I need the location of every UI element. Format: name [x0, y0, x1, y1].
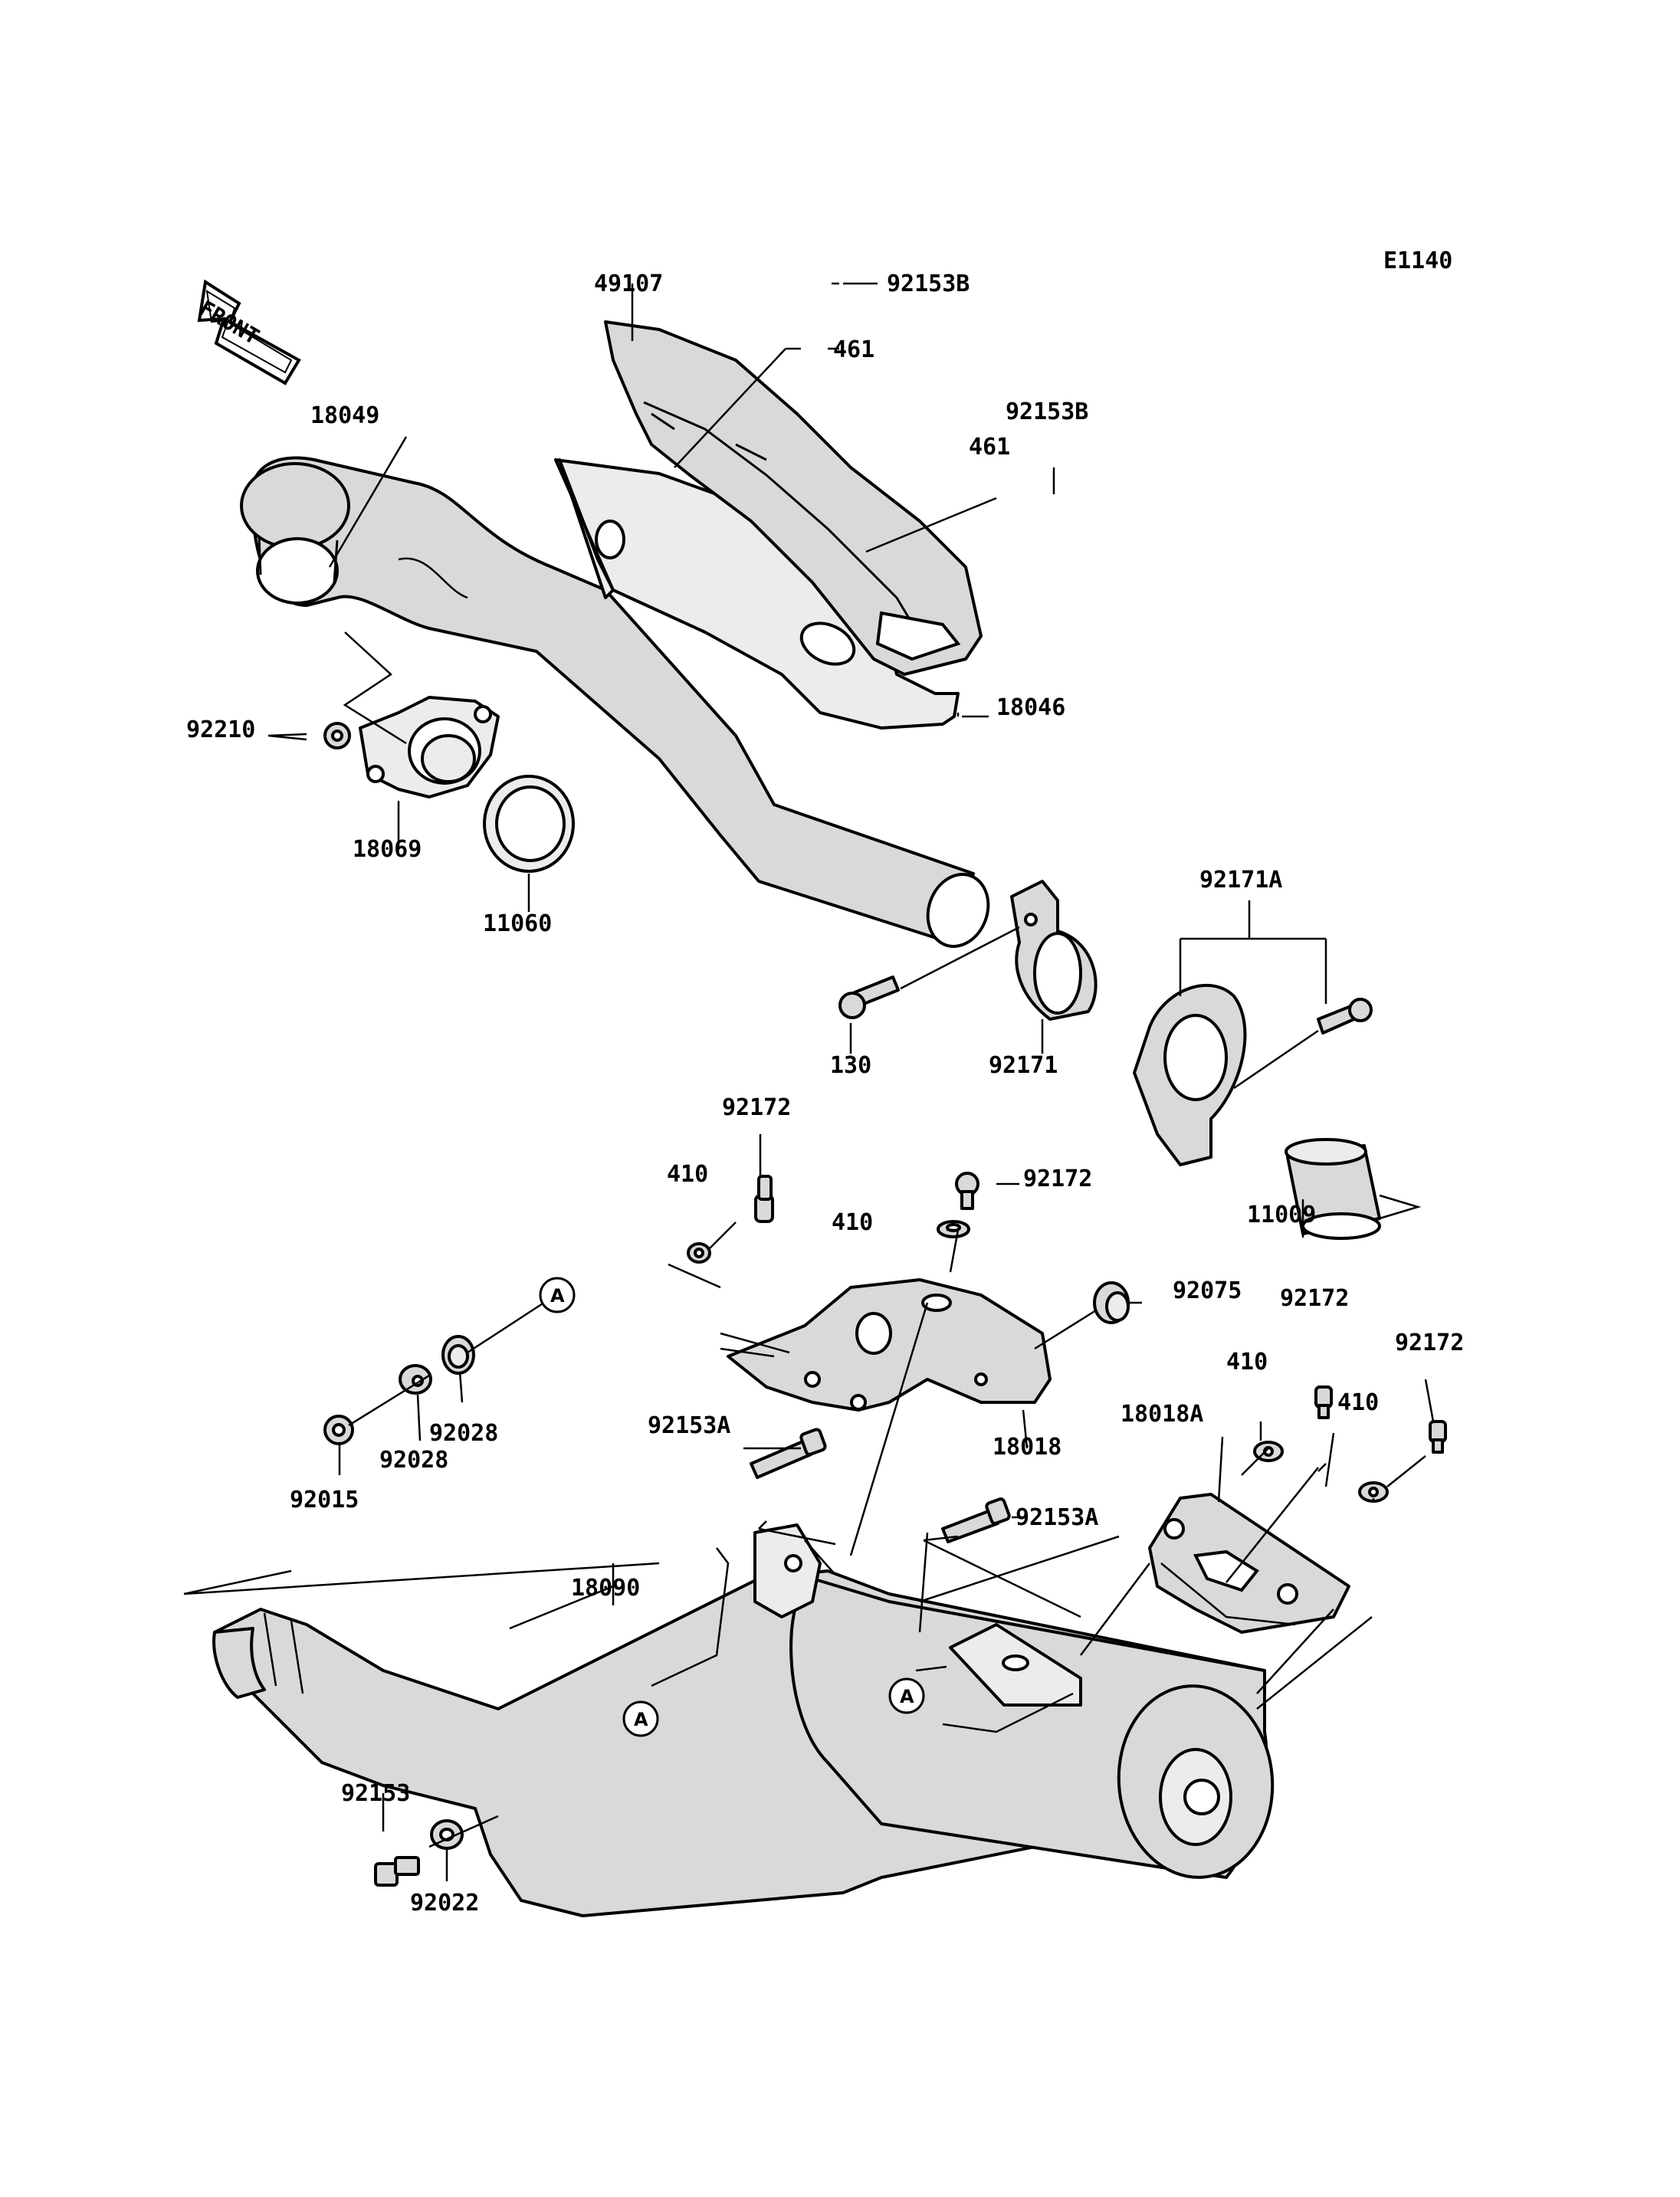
label-18090: 18090 — [571, 1575, 640, 1602]
label-92172-b: 92172 — [1023, 1166, 1092, 1192]
label-92210: 92210 — [186, 716, 255, 743]
label-461-right: 461 — [969, 434, 1010, 461]
label-92153B-top: 92153B — [887, 271, 970, 297]
label-49107: 49107 — [594, 271, 663, 297]
muffler — [212, 1523, 1275, 1917]
label-92153A-left: 92153A — [648, 1412, 730, 1439]
collar-92028 — [441, 1335, 475, 1375]
label-18049: 18049 — [310, 402, 379, 429]
bolt-92153A-left — [750, 1428, 827, 1479]
bolt-92153A-right — [941, 1497, 1011, 1543]
label-18069: 18069 — [353, 836, 422, 863]
label-92028-b: 92028 — [379, 1447, 448, 1474]
bolt-130 — [838, 976, 900, 1019]
grommet-92075 — [1093, 1281, 1130, 1324]
label-92171A: 92171A — [1199, 867, 1282, 894]
ref-marker-a-left: A — [622, 1700, 659, 1737]
bolt-92172-d — [1429, 1420, 1447, 1454]
exhaust-flange — [359, 696, 500, 798]
washer-410-a — [687, 1242, 711, 1264]
label-18046: 18046 — [996, 694, 1065, 721]
svg-text:A: A — [634, 1709, 648, 1730]
label-461-top: 461 — [833, 336, 874, 363]
label-92075: 92075 — [1173, 1277, 1242, 1304]
gasket-ring-11060 — [483, 775, 575, 873]
leader-lines — [183, 282, 1435, 1881]
heat-guard-18018A — [1148, 1493, 1350, 1634]
front-arrow-icon: FRONT — [195, 279, 301, 385]
bolt-92153 — [374, 1856, 420, 1887]
label-410-a: 410 — [667, 1161, 708, 1188]
bolt-92172-a — [754, 1175, 774, 1223]
label-92172-d: 92172 — [1395, 1330, 1464, 1356]
label-18018: 18018 — [993, 1434, 1061, 1461]
ref-marker-a-right: A — [888, 1677, 925, 1714]
svg-text:A: A — [550, 1285, 565, 1307]
washer-92028 — [399, 1364, 432, 1395]
label-92015: 92015 — [290, 1487, 359, 1513]
label-11009: 11009 — [1247, 1202, 1316, 1228]
nut-92210 — [323, 722, 351, 749]
label-410-c: 410 — [1226, 1349, 1268, 1376]
label-92153A-right: 92153A — [1016, 1504, 1098, 1531]
svg-text:A: A — [900, 1686, 914, 1707]
label-92153B-right: 92153B — [1006, 398, 1088, 425]
bolt-92172-b — [955, 1172, 979, 1210]
label-410-d: 410 — [1337, 1389, 1379, 1416]
label-92022: 92022 — [410, 1890, 479, 1917]
clamp-92171 — [1010, 880, 1098, 1021]
label-92171: 92171 — [989, 1052, 1058, 1079]
label-130: 130 — [830, 1052, 871, 1079]
sleeve-11009 — [1285, 1138, 1381, 1240]
label-18018A: 18018A — [1121, 1401, 1203, 1428]
washer-410-d — [1358, 1481, 1389, 1503]
pipe-cover — [604, 320, 983, 676]
bolt-92172-c — [1314, 1385, 1333, 1419]
muffler-bracket — [727, 1278, 1052, 1412]
label-410-b: 410 — [832, 1209, 873, 1236]
label-92153: 92153 — [341, 1780, 410, 1807]
clamp-92171A — [1133, 983, 1373, 1166]
label-92028-a: 92028 — [429, 1420, 498, 1447]
nut-92015 — [323, 1415, 354, 1445]
diagram-code: E1140 — [1383, 248, 1452, 274]
exhaust-header-pipe — [240, 456, 990, 948]
ref-marker-a-top: A — [539, 1277, 576, 1313]
label-92172-c: 92172 — [1280, 1285, 1349, 1312]
label-11060: 11060 — [483, 910, 552, 937]
label-92172-a: 92172 — [722, 1094, 791, 1121]
